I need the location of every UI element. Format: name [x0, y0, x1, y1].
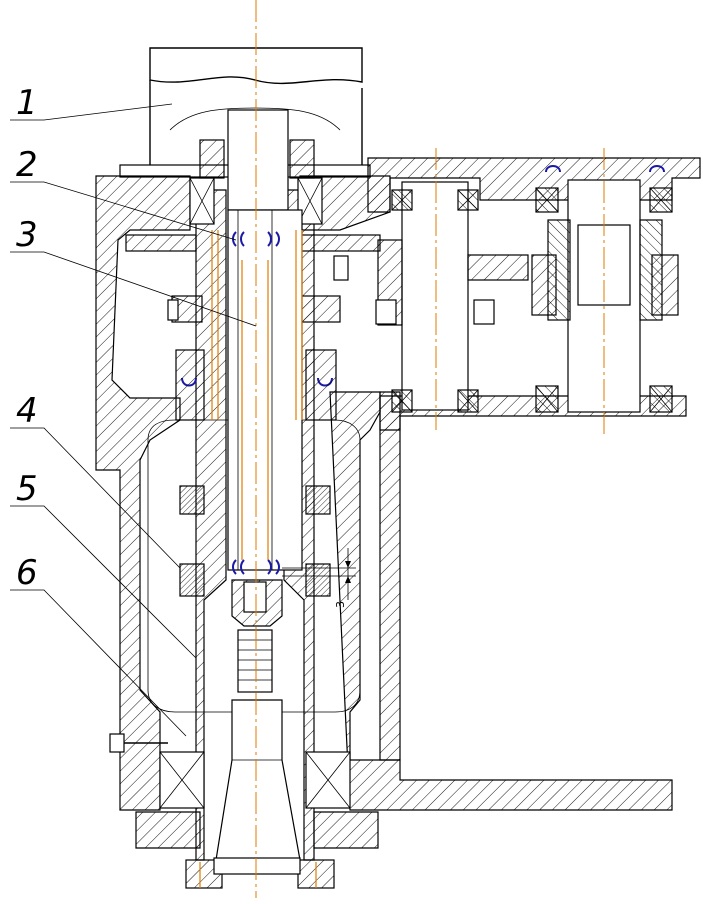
- callout-labels: 1 2 3 4 5 6: [16, 83, 38, 593]
- callout-2: 2: [16, 145, 38, 185]
- gear-train: [375, 165, 679, 413]
- callout-3: 3: [16, 215, 38, 255]
- callout-1: 1: [16, 83, 38, 123]
- callout-4: 4: [16, 391, 38, 431]
- gap-dimension: 3: [282, 548, 356, 608]
- center-axes: [255, 0, 605, 898]
- guide-lines: [199, 230, 317, 888]
- callout-5: 5: [16, 469, 38, 509]
- dimension-label: 3: [334, 601, 347, 608]
- callout-leaders: [10, 103, 257, 737]
- callout-6: 6: [16, 553, 38, 593]
